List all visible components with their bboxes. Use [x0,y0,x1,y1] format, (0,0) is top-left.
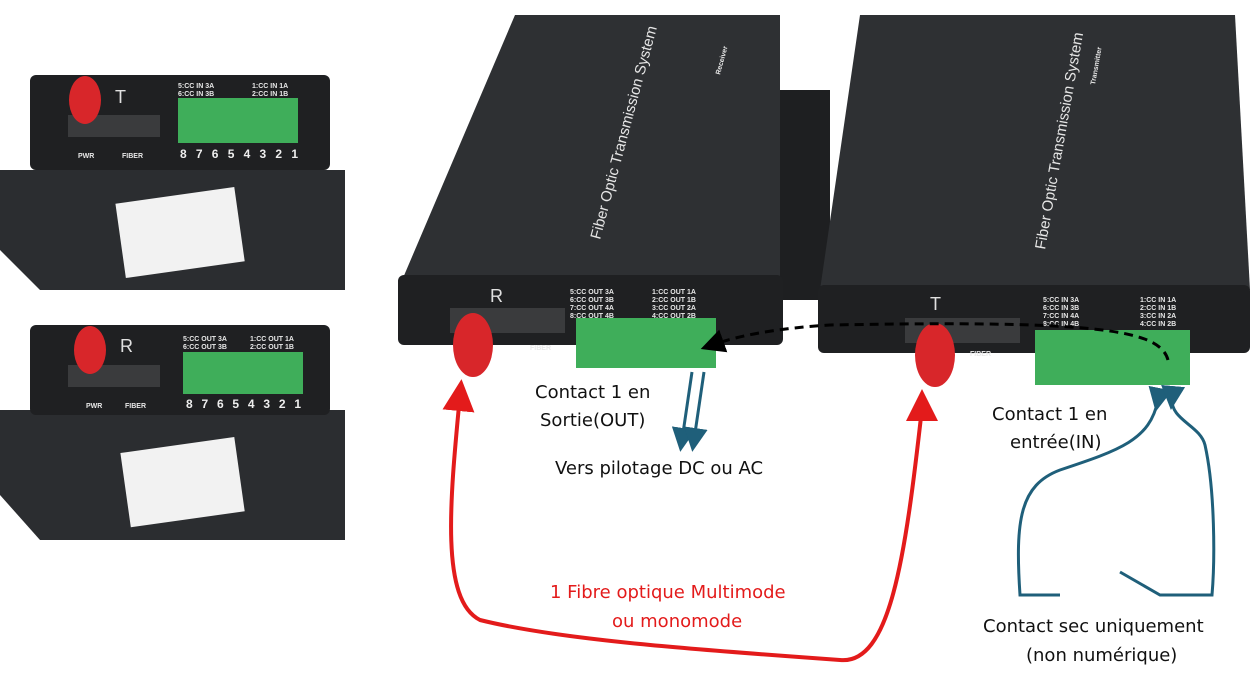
fiber-connector-icon [69,76,101,124]
svg-text:FIBER: FIBER [125,403,146,410]
svg-text:T: T [930,294,941,314]
input-wire-b [1119,384,1216,597]
terminal-block [1035,330,1190,385]
svg-text:FIBER: FIBER [530,345,551,352]
transmitter-device: Fiber Optic Transmission System Transmit… [818,15,1250,387]
svg-text:7:CC IN 4A: 7:CC IN 4A [1043,313,1079,320]
svg-text:2:CC IN 1B: 2:CC IN 1B [252,91,288,98]
drive-label: Vers pilotage DC ou AC [555,458,763,479]
svg-text:PWR: PWR [78,153,94,160]
svg-text:2:CC OUT 1B: 2:CC OUT 1B [250,344,294,351]
svg-text:5:CC OUT 3A: 5:CC OUT 3A [570,289,614,296]
svg-text:2:CC IN 1B: 2:CC IN 1B [1140,305,1176,312]
svg-text:7:CC OUT 4A: 7:CC OUT 4A [570,305,614,312]
product-label [115,187,245,278]
output-contact-label-2: Sortie(OUT) [540,410,645,431]
output-contact-label: Contact 1 en [535,382,650,403]
svg-text:1:CC OUT 1A: 1:CC OUT 1A [250,336,294,343]
input-contact-label-2: entrée(IN) [1010,432,1102,453]
input-wire-a [1016,385,1173,597]
output-wires [671,371,708,452]
svg-text:2:CC OUT 1B: 2:CC OUT 1B [652,297,696,304]
svg-text:R: R [490,286,503,306]
svg-text:6:CC OUT 3B: 6:CC OUT 3B [183,344,227,351]
small-transmitter-device: T PWR FIBER 5:CC IN 3A 6:CC IN 3B 1:CC I… [0,75,345,290]
receiver-device: Fiber Optic Transmission System Receiver… [398,15,830,377]
svg-text:T: T [115,87,126,107]
fiber-optic-line [442,379,924,663]
fiber-label-2: ou monomode [612,611,742,632]
svg-text:6:CC IN 3B: 6:CC IN 3B [1043,305,1079,312]
fiber-connector-icon [74,326,106,374]
svg-text:R: R [120,336,133,356]
dry-contact-label-2: (non numérique) [1026,645,1177,666]
svg-text:4:CC OUT 2B: 4:CC OUT 2B [652,313,696,320]
dry-contact-label: Contact sec uniquement [983,616,1204,637]
svg-text:5:CC OUT 3A: 5:CC OUT 3A [183,336,227,343]
svg-text:FIBER: FIBER [122,153,143,160]
terminal-block [183,352,303,394]
svg-text:8 7 6 5 4 3 2 1: 8 7 6 5 4 3 2 1 [180,147,298,161]
terminal-block [178,98,298,143]
contact-link-arrow [700,322,1170,361]
svg-text:8 7 6 5 4 3 2 1: 8 7 6 5 4 3 2 1 [186,397,301,411]
input-contact-label: Contact 1 en [992,404,1107,425]
terminal-block [576,318,716,368]
svg-text:1:CC OUT 1A: 1:CC OUT 1A [652,289,696,296]
svg-text:PWR: PWR [86,403,102,410]
svg-text:5:CC IN 3A: 5:CC IN 3A [1043,297,1079,304]
svg-text:6:CC IN 3B: 6:CC IN 3B [178,91,214,98]
product-label [120,437,245,528]
svg-text:4:CC IN 2B: 4:CC IN 2B [1140,321,1176,328]
svg-text:1:CC IN 1A: 1:CC IN 1A [1140,297,1176,304]
fiber-label: 1 Fibre optique Multimode [550,582,786,603]
svg-text:3:CC OUT 2A: 3:CC OUT 2A [652,305,696,312]
svg-text:1:CC IN 1A: 1:CC IN 1A [252,83,288,90]
svg-text:5:CC IN 3A: 5:CC IN 3A [178,83,214,90]
small-receiver-device: R PWR FIBER 5:CC OUT 3A 6:CC OUT 3B 1:CC… [0,325,345,540]
svg-text:8:CC OUT 4B: 8:CC OUT 4B [570,313,614,320]
svg-text:8:CC IN 4B: 8:CC IN 4B [1043,321,1079,328]
fiber-connector-icon [915,323,955,387]
svg-text:FIBER: FIBER [970,351,991,358]
svg-text:3:CC IN 2A: 3:CC IN 2A [1140,313,1176,320]
fiber-connector-icon [453,313,493,377]
svg-text:6:CC OUT 3B: 6:CC OUT 3B [570,297,614,304]
